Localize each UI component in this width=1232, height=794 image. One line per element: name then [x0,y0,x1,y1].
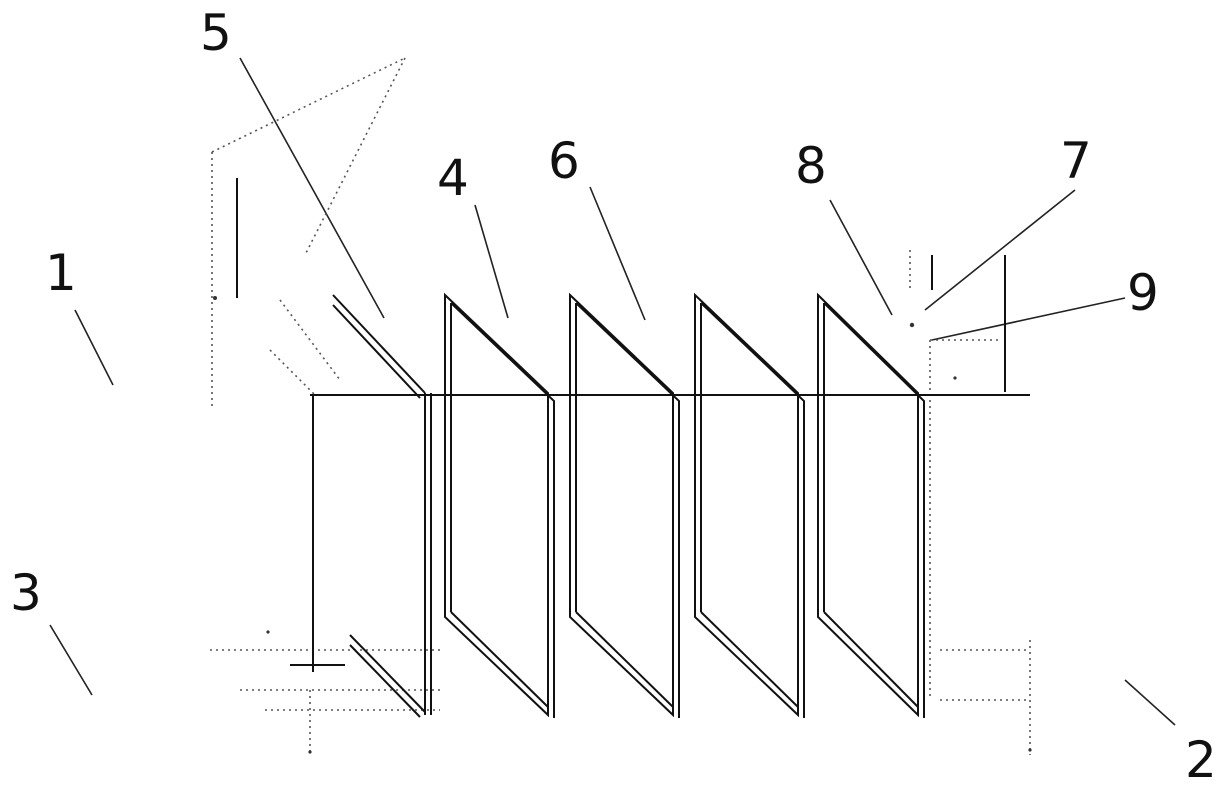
leader-4 [474,204,509,319]
main-frame [236,178,1030,672]
label-8: 8 [795,137,827,195]
fin-plate-6 [569,292,680,718]
label-5: 5 [200,4,232,62]
label-9: 9 [1127,264,1159,322]
dotted-construction-lines [210,57,1031,755]
leader-1 [74,309,114,386]
fin-plate-e [817,292,925,718]
leader-6 [589,186,646,321]
label-3: 3 [10,564,42,622]
label-4: 4 [437,149,469,207]
fin-plate-4 [444,292,555,718]
leader-3 [49,624,93,696]
label-1: 1 [45,244,77,302]
label-2: 2 [1185,731,1217,789]
leader-2 [1124,679,1176,726]
leader-lines [49,57,1176,726]
leader-9 [931,297,1126,341]
label-6: 6 [548,132,580,190]
speckles [213,296,1032,754]
leader-7 [924,189,1076,311]
label-7: 7 [1060,132,1092,190]
leader-8 [829,199,893,316]
fin-plate-d [694,292,805,718]
fin-plate-5 [332,294,432,718]
leader-5 [239,57,385,319]
